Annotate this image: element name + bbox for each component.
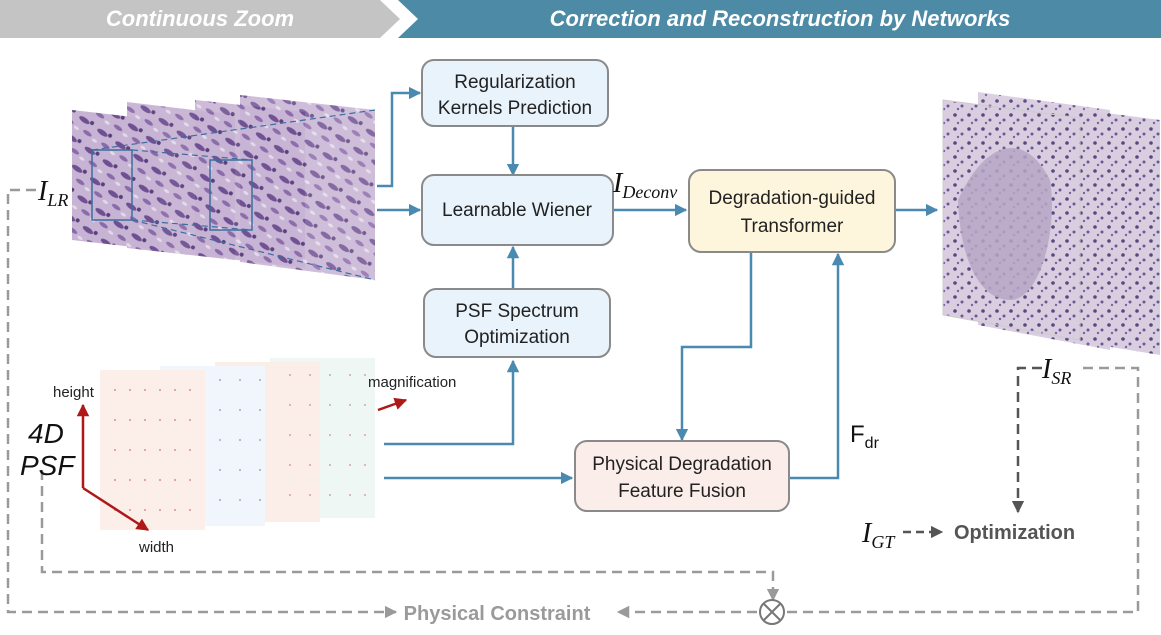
- lr-frame-1: [72, 110, 160, 250]
- banner-left-segment: [0, 0, 400, 38]
- axis-height-label: height: [53, 384, 95, 401]
- lr-image-stack: [72, 95, 376, 281]
- i-deconv-symbol: IDeconv: [612, 168, 677, 202]
- banner-right-label: Correction and Reconstruction by Network…: [550, 6, 1011, 31]
- banner-left-label: Continuous Zoom: [106, 6, 294, 31]
- fusion-label-line1: Physical Degradation: [592, 454, 772, 475]
- transformer-label-line1: Degradation-guided: [709, 188, 876, 209]
- f-dr-symbol: Fdr: [850, 421, 880, 452]
- psf-frame-1: [100, 370, 205, 530]
- optimization-loop: [1011, 366, 1042, 514]
- transformer-label-line2: Transformer: [741, 216, 844, 237]
- optimization-label: Optimization: [954, 522, 1075, 544]
- psf-optimization-label-line2: Optimization: [464, 327, 570, 348]
- combine-symbol: [759, 599, 785, 625]
- regularization-box: Regularization Kernels Prediction: [421, 59, 609, 127]
- psf-optimization-label-line1: PSF Spectrum: [455, 301, 579, 322]
- regularization-label-line1: Regularization: [454, 72, 575, 93]
- psf-dots: [114, 374, 366, 511]
- psf-title-line1: 4D: [28, 418, 64, 449]
- regularization-label-line2: Kernels Prediction: [438, 98, 592, 119]
- transformer-box: Degradation-guided Transformer: [688, 169, 896, 253]
- axis-width-label: width: [138, 539, 174, 556]
- psf-title-line2: PSF: [20, 450, 76, 481]
- axis-magnification-label: magnification: [368, 374, 456, 391]
- i-sr-symbol: ISR: [1041, 354, 1071, 388]
- i-lr-symbol: ILR: [37, 176, 68, 210]
- psf-stack: [100, 358, 375, 530]
- wiener-label: Learnable Wiener: [442, 200, 593, 221]
- psf-optimization-box: PSF Spectrum Optimization: [423, 288, 611, 358]
- fusion-box: Physical Degradation Feature Fusion: [574, 440, 790, 512]
- banner-right-segment: [398, 0, 1161, 38]
- fusion-label-line2: Feature Fusion: [618, 481, 746, 502]
- banner: Continuous Zoom Correction and Reconstru…: [0, 0, 1161, 38]
- flow-arrows: [377, 86, 939, 485]
- wiener-box: Learnable Wiener: [421, 174, 614, 246]
- sr-image-stack: [942, 92, 1160, 355]
- psf-axes: [76, 397, 408, 532]
- physical-constraint-loop: [6, 188, 1140, 619]
- i-gt-symbol: IGT: [861, 518, 896, 552]
- physical-constraint-label: Physical Constraint: [404, 603, 591, 625]
